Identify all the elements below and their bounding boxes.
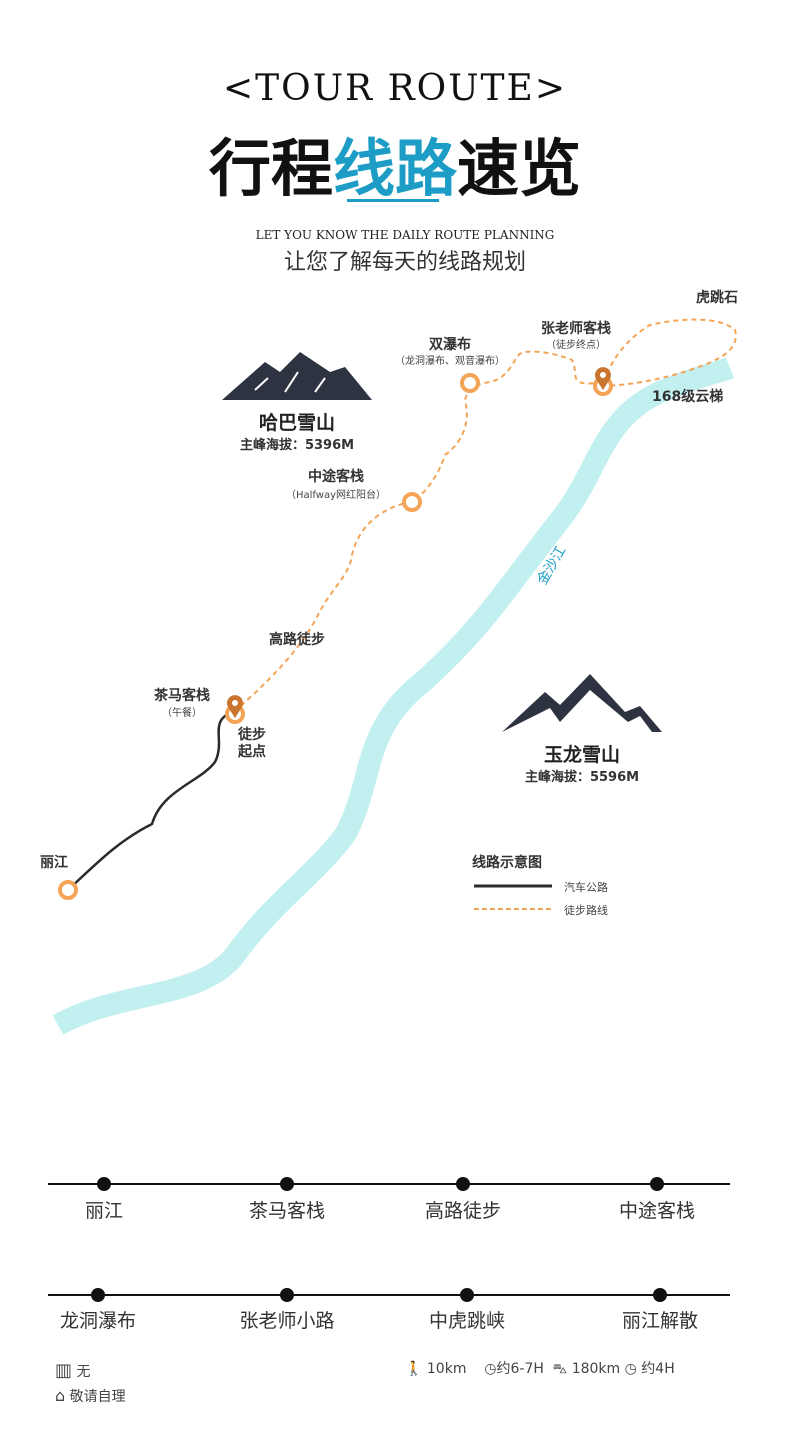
timeline [48, 1183, 730, 1296]
marker-shuangpu [460, 373, 480, 393]
timeline-stop: 丽江 [84, 1200, 124, 1222]
label-yunti: 168级云梯 [652, 389, 724, 405]
hiking-icon: 🚶 [405, 1361, 423, 1377]
trip-stats: 🚶 10km ◷约6-7H ⛍ 180km ◷ 约4H [405, 1358, 675, 1379]
legend-road: 汽车公路 [564, 881, 608, 894]
label-start2: 起点 [238, 744, 266, 760]
mountain-yulong-icon [502, 674, 662, 732]
page-title: 行程线路速览 [209, 118, 581, 208]
timeline-stop: 张老师小路 [239, 1310, 335, 1332]
subtitle-en: LET YOU KNOW THE DAILY ROUTE PLANNING [255, 228, 555, 242]
timeline-stop: 高路徒步 [424, 1200, 502, 1222]
hotel-value: 无 [76, 1364, 91, 1380]
label-lijiang: 丽江 [40, 855, 68, 871]
clock-icon: ◷ [484, 1361, 497, 1377]
mountain-elevation: 主峰海拔：5396M [239, 438, 355, 453]
label-zhang: 张老师客栈 [541, 321, 611, 337]
hotel-info: ▥ 无 [55, 1360, 90, 1381]
hike-time: 约6-7H [496, 1361, 544, 1377]
road-line [67, 710, 233, 891]
en-title: <TOUR ROUTE> [223, 68, 567, 109]
meal-info: ⌂ 敬请自理 [55, 1386, 126, 1406]
timeline-dots [91, 1177, 667, 1302]
waypoint-markers [58, 373, 613, 900]
drive-distance: 180km [571, 1361, 621, 1377]
timeline-stop: 丽江解散 [621, 1310, 699, 1332]
title-highlight: 线路 [332, 132, 458, 205]
hike-distance: 10km [426, 1361, 467, 1377]
meal-value: 敬请自理 [69, 1389, 126, 1405]
label-start: 徒步 [238, 727, 266, 743]
pin-icon [227, 695, 243, 718]
label-shuangpu: 双瀑布 [429, 337, 471, 353]
label-chama-sub: （午餐） [162, 708, 202, 719]
marker-lijiang [58, 880, 78, 900]
label-hutiaoshi: 虎跳石 [696, 290, 738, 306]
mountain-name: 玉龙雪山 [543, 744, 621, 766]
timeline-stop: 中虎跳峡 [428, 1310, 506, 1332]
label-chama: 茶马客栈 [154, 688, 210, 704]
clock-icon: ◷ [624, 1361, 637, 1377]
river [52, 357, 735, 1035]
title-part: 行程 [208, 132, 333, 205]
drive-time: 约4H [641, 1361, 675, 1377]
subtitle-cn: 让您了解每天的线路规划 [283, 250, 527, 275]
title-part: 速览 [457, 132, 582, 205]
legend-trail: 徒步路线 [564, 904, 608, 917]
label-halfway: 中途客栈 [308, 469, 364, 485]
marker-halfway [402, 492, 422, 512]
title-underline [347, 199, 439, 202]
pin-icon [595, 367, 611, 390]
label-gaolu: 高路徒步 [269, 632, 325, 648]
trail-line [233, 318, 737, 713]
mountain-name: 哈巴雪山 [258, 412, 336, 434]
label-zhang-sub: （徒步终点） [546, 340, 606, 351]
label-halfway-sub: （Halfway网红阳台） [286, 490, 386, 501]
label-shuangpu-sub: （龙洞瀑布、观音瀑布） [395, 356, 505, 367]
legend-title: 线路示意图 [472, 855, 542, 871]
timeline-stop: 中途客栈 [618, 1200, 696, 1222]
building-icon: ▥ [55, 1360, 73, 1381]
timeline-stop: 龙洞瀑布 [59, 1310, 137, 1332]
mountain-haba-icon [222, 352, 372, 400]
mountain-elevation: 主峰海拔：5596M [524, 770, 640, 785]
car-icon: ⛍ [552, 1361, 568, 1377]
food-cover-icon: ⌂ [55, 1386, 66, 1405]
timeline-stop: 茶马客栈 [248, 1200, 326, 1222]
